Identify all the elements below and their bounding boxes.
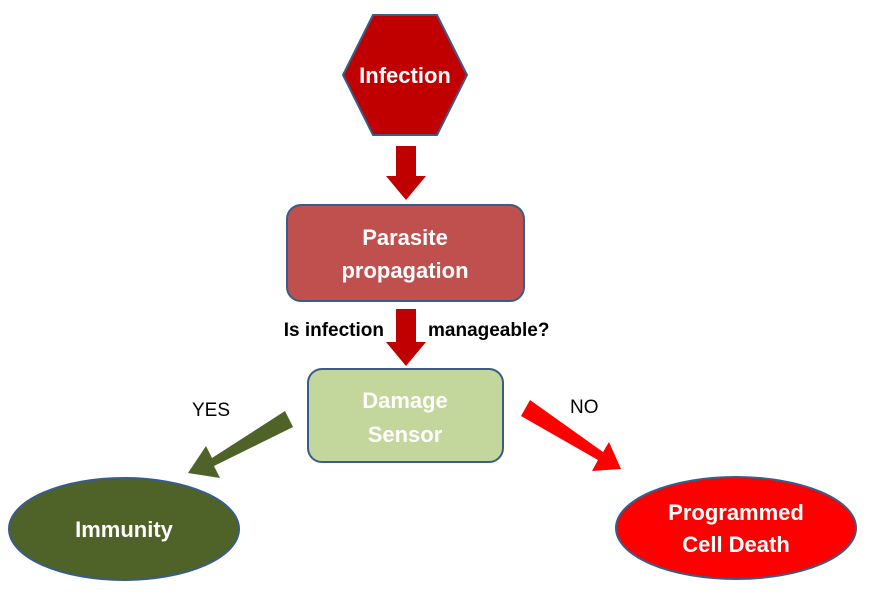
sensor-label-line1: Damage: [362, 388, 448, 413]
arrow-no-to-death: [521, 400, 621, 471]
question-left: Is infection: [284, 320, 384, 341]
death-label-line2: Cell Death: [682, 532, 790, 557]
immunity-ellipse: [8, 477, 240, 581]
arrow-yes-to-immunity: [188, 411, 293, 478]
parasite-propagation-box: [286, 204, 525, 302]
programmed-cell-death-ellipse: [615, 476, 857, 580]
death-label-line1: Programmed: [668, 500, 804, 525]
parasite-label-line2: propagation: [341, 258, 468, 283]
no-label: NO: [570, 397, 599, 418]
immunity-label: Immunity: [75, 517, 174, 542]
yes-label: YES: [192, 400, 230, 421]
arrow-parasite-to-sensor: [386, 309, 426, 366]
arrow-infection-to-parasite: [386, 146, 426, 200]
question-right: manageable?: [428, 320, 549, 341]
parasite-label-line1: Parasite: [362, 225, 448, 250]
infection-hexagon: [341, 14, 469, 136]
infection-label: Infection: [359, 63, 451, 88]
sensor-label-line2: Sensor: [368, 422, 443, 447]
damage-sensor-box: [307, 368, 504, 463]
